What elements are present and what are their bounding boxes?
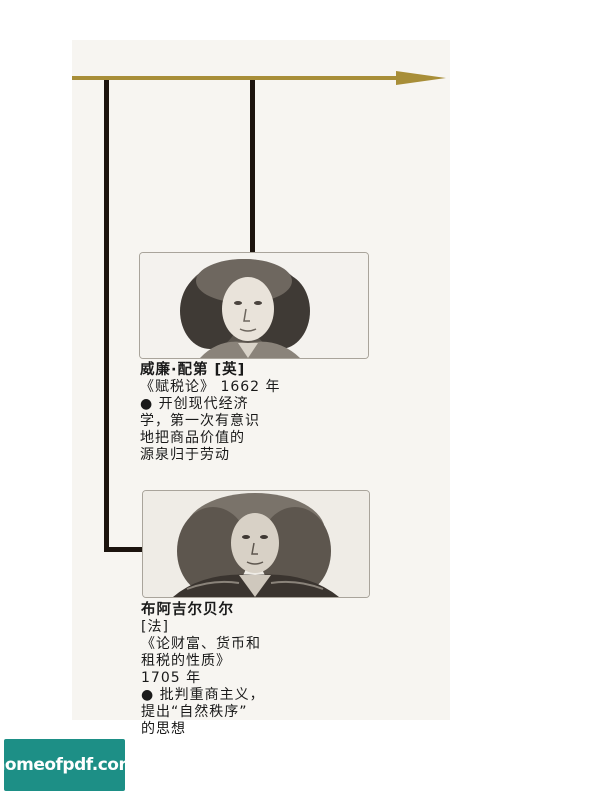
bio-boisguilbert-name: 布阿吉尔贝尔	[141, 602, 234, 618]
arrow-head-icon	[396, 71, 446, 85]
timeline-axis	[72, 76, 402, 80]
watermark-text: homeofpdf.com	[0, 755, 136, 775]
bio-petty-desc-2: 学，第一次有意识	[140, 413, 260, 429]
branch-line-2-horizontal	[104, 547, 144, 552]
bio-petty-desc-1: ● 开创现代经济	[140, 396, 249, 412]
bio-boisguilbert-desc-3: 的思想	[141, 721, 186, 737]
bio-boisguilbert-desc-2: 提出“自然秩序”	[141, 704, 248, 720]
bio-petty-work: 《赋税论》 1662 年	[140, 379, 281, 395]
bio-boisguilbert: 布阿吉尔贝尔 [法] 《论财富、货币和 租税的性质》 1705 年 ● 批判重商…	[141, 602, 265, 738]
bio-boisguilbert-work-2: 租税的性质》	[141, 653, 231, 669]
branch-line-2-vertical	[104, 80, 109, 552]
bio-petty-desc-4: 源泉归于劳动	[140, 447, 230, 463]
branch-line-1	[250, 80, 255, 252]
timeline-panel	[72, 40, 450, 720]
bio-boisguilbert-work: 《论财富、货币和	[141, 636, 261, 652]
bio-petty-name: 威廉·配第 [英]	[140, 362, 246, 378]
bio-petty-desc-3: 地把商品价值的	[140, 430, 245, 446]
bio-boisguilbert-country: [法]	[141, 619, 169, 635]
portrait-petty	[139, 252, 369, 359]
portrait-boisguilbert	[142, 490, 370, 598]
watermark-logo[interactable]: homeofpdf.com	[0, 739, 136, 791]
bio-boisguilbert-year: 1705 年	[141, 670, 202, 686]
bio-boisguilbert-desc-1: ● 批判重商主义，	[141, 687, 265, 703]
bio-petty: 威廉·配第 [英] 《赋税论》 1662 年 ● 开创现代经济 学，第一次有意识…	[140, 362, 281, 464]
